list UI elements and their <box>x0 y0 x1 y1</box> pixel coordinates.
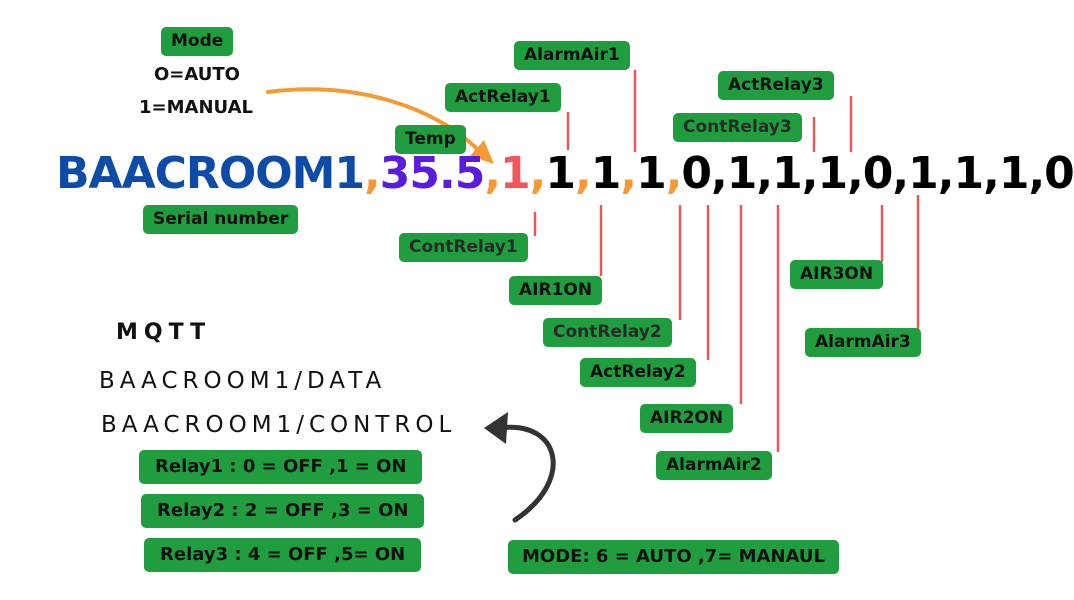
mode-label: Mode <box>161 27 234 56</box>
air3-on-label: AIR3ON <box>790 260 884 289</box>
separator: , <box>892 148 909 199</box>
separator: , <box>665 148 683 199</box>
air2-on-label: AIR2ON <box>640 404 734 433</box>
separator: , <box>847 148 864 199</box>
relay1-command: Relay1 : 0 = OFF ,1 = ON <box>139 450 423 484</box>
separator: , <box>983 148 1000 199</box>
separator: , <box>801 148 819 199</box>
separator: , <box>620 148 637 199</box>
mqtt-title: MQTT <box>116 320 212 345</box>
alarm-air1-label: AlarmAir1 <box>514 41 630 70</box>
separator: , <box>711 148 728 199</box>
separator: , <box>575 148 592 199</box>
cont-relay3-value: 1 <box>908 148 939 199</box>
separator: , <box>364 148 381 199</box>
air3-on-value: 1 <box>998 148 1030 199</box>
serial-data-string: BAACROOM1,35.5,1,1,1,1,0,1,1,1,0,1,1,1,0 <box>56 152 1074 196</box>
cont-relay2-label: ContRelay2 <box>543 318 672 347</box>
relay2-command: Relay2 : 2 = OFF ,3 = ON <box>141 494 425 528</box>
cont-relay1-value: 1 <box>590 148 622 199</box>
separator: , <box>529 148 547 199</box>
alarm-air3-label: AlarmAir3 <box>805 328 921 357</box>
cont-relay3-label: ContRelay3 <box>673 113 802 142</box>
relay3-command: Relay3 : 4 = OFF ,5= ON <box>144 538 422 572</box>
cont-relay2-value: 1 <box>726 148 758 199</box>
separator: , <box>484 148 501 199</box>
mqtt-topic-control: BAACROOM1/CONTROL <box>101 412 457 438</box>
alarm-air2-value: 0 <box>862 148 894 199</box>
act-relay2-value: 1 <box>772 148 803 199</box>
serial-mode-value: 1 <box>500 148 531 199</box>
serial-number-label: Serial number <box>143 205 299 234</box>
alarm-air1-value: 0 <box>681 148 712 199</box>
mode-auto-text: O=AUTO <box>154 64 240 85</box>
alarm-air2-label: AlarmAir2 <box>656 451 772 480</box>
temp-label: Temp <box>395 125 466 154</box>
act-relay3-label: ActRelay3 <box>718 71 834 100</box>
act-relay2-label: ActRelay2 <box>580 358 696 387</box>
air1-on-value: 1 <box>636 148 667 199</box>
act-relay1-value: 1 <box>545 148 576 199</box>
mode-command: MODE: 6 = AUTO ,7= MANAUL <box>508 540 839 574</box>
separator: , <box>756 148 773 199</box>
air2-on-value: 1 <box>817 148 848 199</box>
act-relay3-value: 1 <box>953 148 984 199</box>
mode-arrow-head <box>470 140 494 164</box>
separator: , <box>1028 148 1045 199</box>
serial-temp-value: 35.5 <box>379 148 486 199</box>
air1-on-label: AIR1ON <box>509 276 603 305</box>
mode-manual-text: 1=MANUAL <box>139 97 253 118</box>
act-relay1-label: ActRelay1 <box>445 83 561 112</box>
serial-name: BAACROOM1 <box>56 148 365 199</box>
mqtt-topic-data: BAACROOM1/DATA <box>99 368 387 394</box>
control-arrow-head <box>484 412 508 444</box>
control-arrow <box>497 424 556 523</box>
cont-relay1-label: ContRelay1 <box>399 233 528 262</box>
separator: , <box>937 148 955 199</box>
alarm-air3-value: 0 <box>1044 148 1074 199</box>
